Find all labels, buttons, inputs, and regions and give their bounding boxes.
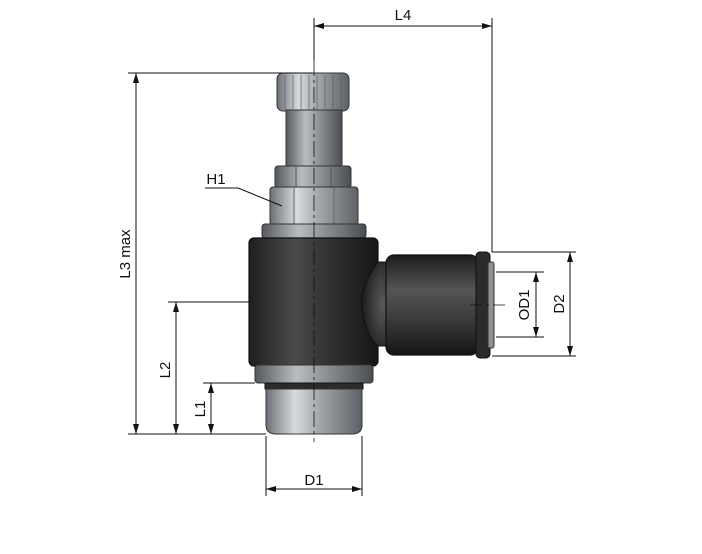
dimension-l2 bbox=[168, 301, 249, 434]
dimension-l3 bbox=[128, 72, 312, 435]
label-d1: D1 bbox=[304, 472, 323, 489]
label-l3: L3 max bbox=[117, 229, 134, 279]
label-od1: OD1 bbox=[516, 290, 533, 321]
label-d2: D2 bbox=[551, 294, 568, 313]
leader-h1 bbox=[205, 187, 283, 207]
dimension-labels: L4 L3 max H1 L2 L1 OD1 D2 D1 bbox=[117, 7, 568, 489]
dimension-d1 bbox=[265, 436, 363, 496]
label-l4: L4 bbox=[395, 7, 412, 24]
label-h1: H1 bbox=[206, 171, 225, 188]
dimensions bbox=[128, 18, 576, 496]
main-body bbox=[248, 237, 379, 367]
dimension-od1 bbox=[496, 271, 544, 338]
dimension-d2 bbox=[492, 251, 576, 357]
elbow-joint bbox=[360, 261, 393, 347]
label-l2: L2 bbox=[157, 362, 174, 379]
regulator-fitting bbox=[248, 72, 495, 435]
push-in-body bbox=[385, 254, 479, 356]
dimension-l1 bbox=[203, 382, 255, 434]
hex-lock-nut bbox=[274, 165, 352, 189]
label-l1: L1 bbox=[192, 401, 209, 418]
center-lines bbox=[313, 60, 505, 442]
knurled-knob bbox=[276, 72, 350, 112]
dimension-l4 bbox=[313, 18, 493, 252]
